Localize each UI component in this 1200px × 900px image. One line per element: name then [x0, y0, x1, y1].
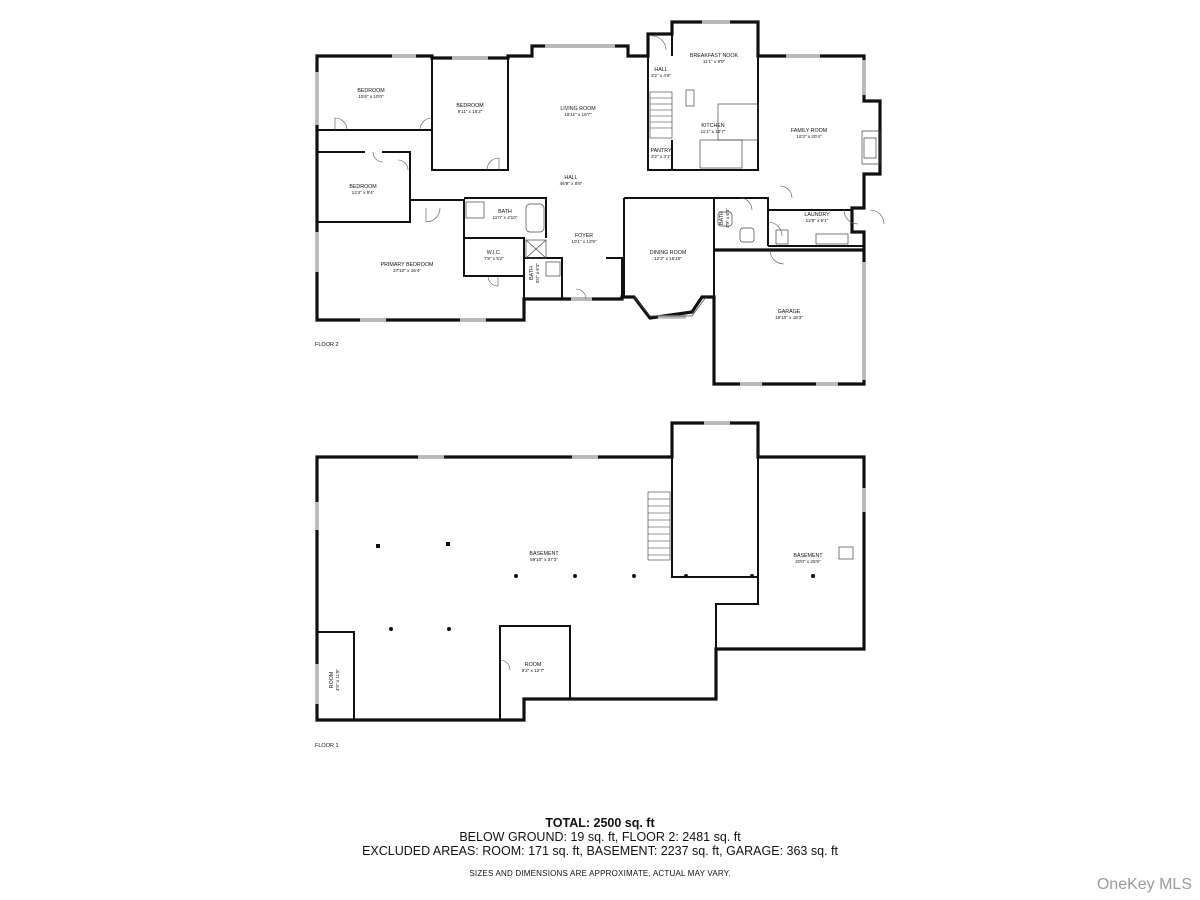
room-dimensions: 59'10" x 37'3" — [530, 557, 558, 562]
room-name: DINING ROOM — [650, 250, 687, 256]
floor-1-room-labels: BASEMENT 59'10" x 37'3" BASEMENT 20'0" x… — [315, 551, 823, 749]
room-dimensions: 4'9" x 11'8" — [335, 668, 340, 691]
room-dimensions: 46'9" x 8'8" — [560, 181, 583, 186]
room-name: PRIMARY BEDROOM — [381, 262, 434, 268]
total-area: TOTAL: 2500 sq. ft — [545, 816, 655, 830]
room-name: BATH — [498, 209, 512, 215]
room-name: BEDROOM — [456, 103, 483, 109]
room-dimensions: 15'6" x 10'0" — [358, 94, 384, 99]
room-name: FAMILY ROOM — [791, 128, 827, 134]
room-name: PANTRY — [651, 148, 672, 154]
room-dimensions: 11'1" x 10'7" — [701, 129, 726, 134]
room-name: BASEMENT — [529, 551, 559, 557]
room-name: KITCHEN — [701, 123, 724, 129]
room-name: GARAGE — [778, 309, 801, 315]
room-dimensions: 12'2" x 15'10" — [654, 256, 682, 261]
room-dimensions: 4'9" x 6'3" — [725, 208, 730, 228]
area-summary: TOTAL: 2500 sq. ft BELOW GROUND: 19 sq. … — [0, 816, 1200, 858]
room-dimensions: 12'4" x 9'4" — [352, 190, 375, 195]
floor-2-room-labels: BEDROOM 15'6" x 10'0" BEDROOM 9'11" x 15… — [315, 53, 830, 348]
floor-2-plan — [315, 20, 885, 386]
room-dimensions: 3'2" x 4'6" — [651, 73, 671, 78]
room-dimensions: 12'6" x 5'1" — [806, 218, 829, 223]
room-name: BREAKFAST NOOK — [690, 53, 739, 59]
room-name: LAUNDRY — [804, 212, 830, 218]
room-dimensions: 19'10" x 18'3" — [775, 315, 803, 320]
room-name: LIVING ROOM — [560, 106, 595, 112]
room-dimensions: 11'1" x 9'0" — [703, 59, 726, 64]
room-name: BATH — [719, 211, 725, 225]
room-dimensions: 9'2" x 12'7" — [522, 668, 545, 673]
room-name: BEDROOM — [357, 88, 384, 94]
room-dimensions: 3'2" x 3'1" — [651, 154, 671, 159]
watermark: OneKey MLS — [1096, 876, 1192, 893]
excluded-areas: EXCLUDED AREAS: ROOM: 171 sq. ft, BASEME… — [362, 844, 838, 858]
room-name: BASEMENT — [793, 553, 823, 559]
area-breakdown: BELOW GROUND: 19 sq. ft, FLOOR 2: 2481 s… — [459, 830, 741, 844]
room-dimensions: 7'8" x 5'2" — [484, 256, 504, 261]
floor-plan-drawing: BEDROOM 15'6" x 10'0" BEDROOM 9'11" x 15… — [315, 20, 885, 749]
room-dimensions: 20'0" x 25'9" — [795, 559, 821, 564]
room-name: FOYER — [575, 233, 593, 239]
room-dimensions: 8'0" x 6'3" — [535, 263, 540, 283]
floor-label: FLOOR 1 — [315, 743, 339, 749]
room-name: HALL — [564, 175, 577, 181]
floor-label: FLOOR 2 — [315, 342, 339, 348]
disclaimer: SIZES AND DIMENSIONS ARE APPROXIMATE, AC… — [469, 869, 731, 878]
room-name: BATH — [529, 266, 535, 280]
room-dimensions: 11'0" x 4'10" — [493, 215, 518, 220]
room-name: HALL — [654, 67, 667, 73]
room-name: BEDROOM — [349, 184, 376, 190]
room-dimensions: 16'3" x 20'4" — [796, 134, 822, 139]
room-dimensions: 9'11" x 15'2" — [458, 109, 483, 114]
room-dimensions: 10'1" x 13'9" — [571, 239, 597, 244]
room-dimensions: 27'10" x 16'4" — [393, 268, 421, 273]
room-name: W.I.C. — [487, 250, 501, 256]
room-name: ROOM — [525, 662, 541, 668]
floor-1-plan — [315, 421, 866, 722]
room-name: ROOM — [329, 672, 335, 688]
room-dimensions: 18'11" x 16'7" — [564, 112, 592, 117]
